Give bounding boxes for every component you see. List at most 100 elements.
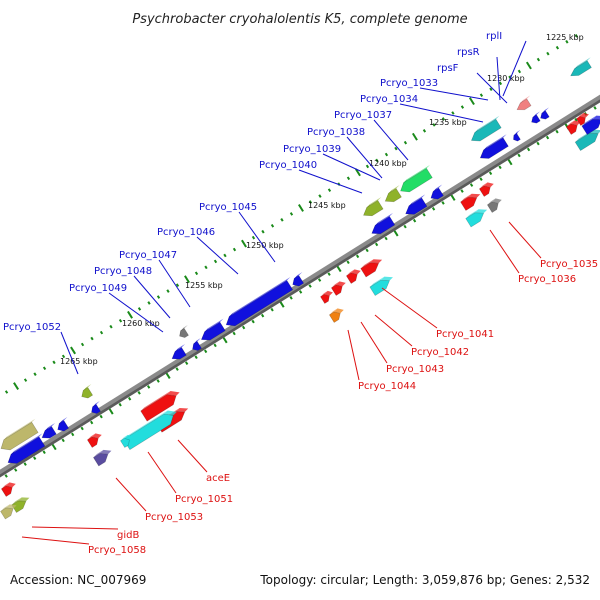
gene-arrow-front-face [86, 436, 99, 448]
gene-Pcryo_1052d [41, 422, 57, 439]
upper-minor-tick [555, 45, 560, 50]
upper-minor-tick [232, 247, 237, 252]
gene-label: Pcryo_1039 [283, 144, 341, 155]
gene-label: Pcryo_1049 [69, 283, 127, 294]
gene-arrow-top-face [87, 433, 96, 440]
upper-minor-tick [109, 324, 113, 329]
label-leader-line [508, 221, 542, 259]
gene-arrow-front-face [540, 110, 550, 120]
gene-arrow-side-face [92, 433, 102, 439]
label-leader-line [374, 314, 413, 347]
lower-minor-tick [431, 207, 436, 211]
gene-Pcryo_1040 [363, 196, 384, 217]
gene-Pcryo_1048 [192, 337, 202, 351]
lower-minor-tick [260, 313, 265, 318]
gene-label: Pcryo_1033 [380, 78, 438, 89]
gene-arrow-front-face [405, 197, 428, 215]
lower-minor-tick [327, 272, 331, 276]
gene-arrow-front-face [465, 212, 485, 228]
gene-label: Pcryo_1048 [94, 266, 152, 277]
lower-minor-tick [555, 129, 559, 134]
lower-minor-tick [175, 367, 179, 371]
gene-label: Pcryo_1051 [175, 494, 233, 505]
gene-arrow-top-face [487, 198, 496, 205]
upper-minor-tick [204, 265, 208, 270]
gene-label: Pcryo_1052 [3, 322, 61, 333]
gene-arrow-top-face [408, 194, 426, 206]
gene-arrow-top-face [3, 418, 36, 440]
gene-arrow-top-face [465, 209, 479, 219]
gene-arrow-front-face [292, 275, 305, 287]
gene-rpsF [531, 111, 541, 124]
gene-arrow-front-face [486, 201, 499, 213]
gene-Pcryo_1036 [465, 209, 488, 228]
upper-minor-tick [80, 342, 85, 347]
gene-label: Pcryo_1046 [157, 227, 215, 238]
upper-minor-tick [137, 307, 142, 311]
gene-label: Pcryo_1037 [334, 110, 392, 121]
lower-minor-tick [374, 242, 379, 247]
gene-arrow-top-face [140, 391, 171, 411]
lower-minor-tick [33, 456, 37, 460]
upper-minor-tick [99, 330, 104, 335]
lower-minor-tick [251, 319, 255, 324]
scale-label: 1240 kbp [369, 159, 407, 168]
lower-minor-tick [412, 218, 417, 223]
scale-label: 1260 kbp [122, 319, 160, 328]
gene-arrow-front-face [0, 421, 39, 451]
gene-features [0, 57, 600, 520]
lower-minor-tick [4, 474, 8, 478]
gene-arrow-front-face [41, 426, 57, 439]
lower-minor-tick [460, 189, 464, 193]
upper-minor-tick [118, 318, 123, 323]
gene-arrow-front-face [192, 341, 202, 351]
lower-minor-tick [156, 379, 160, 383]
upper-minor-tick [460, 105, 465, 109]
gene-Pcryo_1048b [179, 324, 189, 338]
upper-minor-tick [498, 81, 503, 86]
gene-Pcryo_1053 [93, 449, 112, 467]
upper-major-tick [411, 132, 418, 141]
gene-arrow-top-face [331, 281, 340, 288]
label-leader-line [373, 119, 409, 161]
gene-arrow-front-face [91, 404, 101, 414]
upper-minor-tick [280, 218, 284, 222]
gene-Pcryo_1039 [384, 185, 402, 203]
label-leader-line [381, 287, 438, 329]
gene-Pcryo_1052e [57, 417, 70, 432]
gene-arrow-front-face [11, 500, 27, 513]
gene-arrow-front-face [123, 413, 174, 451]
gene-Pcryo_1038 [400, 164, 433, 193]
gene-Pcryo_1037 [479, 134, 509, 159]
upper-minor-tick [365, 164, 370, 169]
gene-arrow-top-face [474, 115, 500, 133]
gene-Pcryo_1040c [405, 194, 428, 215]
upper-minor-tick [23, 378, 28, 382]
gene-Pcryo_1035b [581, 115, 600, 135]
gene-gidB [0, 482, 16, 497]
lower-minor-tick [42, 450, 46, 455]
gene-arrow-top-face [574, 57, 591, 69]
label-leader-line [21, 536, 90, 545]
lower-minor-tick [346, 260, 350, 265]
label-leader-line [502, 40, 527, 97]
lower-minor-tick [213, 343, 217, 348]
lower-minor-tick [403, 224, 407, 229]
gene-arrow-top-face [204, 318, 224, 332]
label-leader-line [496, 56, 501, 101]
gene-arrow-front-face [81, 387, 94, 399]
gene-Pcryo_1041 [360, 259, 383, 278]
gene-arrow-top-face [483, 134, 507, 150]
upper-minor-tick [52, 360, 56, 365]
scale-label: 1235 kbp [429, 118, 467, 127]
gene-arrow-side-face [99, 449, 112, 455]
gene-arrow-front-face [93, 453, 109, 467]
gene-Pcryo_1052f [7, 433, 46, 464]
gene-arrow-front-face [360, 262, 380, 278]
upper-minor-tick [565, 39, 569, 44]
label-leader-lines [21, 40, 542, 545]
lower-minor-tick [80, 426, 84, 431]
gene-arrow-front-face [0, 485, 13, 497]
gene-arrow-top-face [1, 482, 10, 489]
